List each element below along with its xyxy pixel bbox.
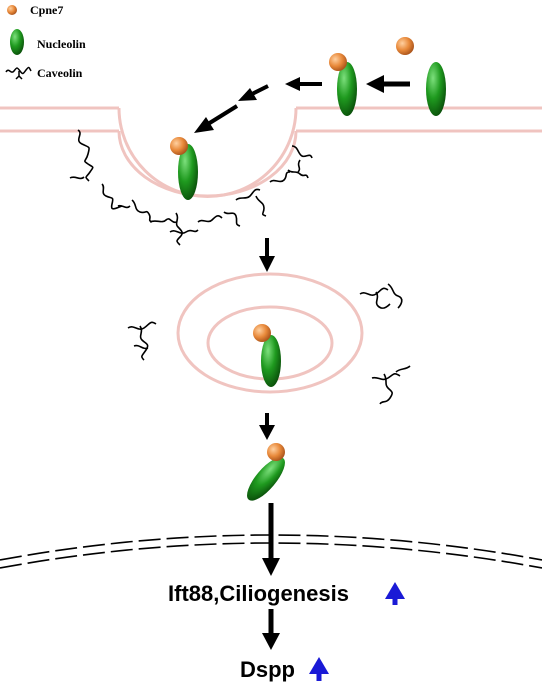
nucleolin-legend-icon: [10, 29, 24, 55]
cpne7-in-caveola: [170, 137, 188, 155]
caveolin-legend-icon: [5, 66, 32, 80]
released-caveolins: [127, 283, 411, 405]
caveolin-coat: [69, 129, 313, 246]
caveolin-legend-label: Caveolin: [37, 66, 83, 80]
nucleolin-in-vesicle: [261, 335, 281, 387]
cpne7-legend-icon: [7, 5, 17, 15]
nucleolin-cytoplasm: [247, 457, 285, 501]
dspp-up-arrow: [309, 657, 329, 681]
cpne7-cytoplasm: [267, 443, 285, 461]
legend: Cpne7 Nucleolin Caveolin: [5, 3, 86, 80]
caveola-inner: [117, 130, 298, 198]
nucleolin-legend-label: Nucleolin: [37, 37, 86, 51]
cpne7-in-vesicle: [253, 324, 271, 342]
cpne7-legend-label: Cpne7: [30, 3, 63, 17]
ciliogenesis-label: Ift88,Ciliogenesis: [168, 581, 349, 606]
dspp-label: Dspp: [240, 657, 295, 682]
nucleolin-bound: [337, 62, 357, 116]
entry-arrows: [194, 75, 410, 133]
cpne7-free: [396, 37, 414, 55]
ciliogenesis-up-arrow: [385, 582, 405, 605]
arrow-to-dspp: [262, 609, 280, 650]
plasma-membrane: [0, 106, 542, 198]
nucleolin-in-caveola: [178, 144, 198, 200]
arrow-from-vesicle: [259, 413, 275, 440]
arrow-into-nucleus: [262, 503, 280, 576]
cpne7-bound: [329, 53, 347, 71]
nucleolin-receptor: [426, 62, 446, 116]
arrow-to-vesicle: [259, 238, 275, 272]
